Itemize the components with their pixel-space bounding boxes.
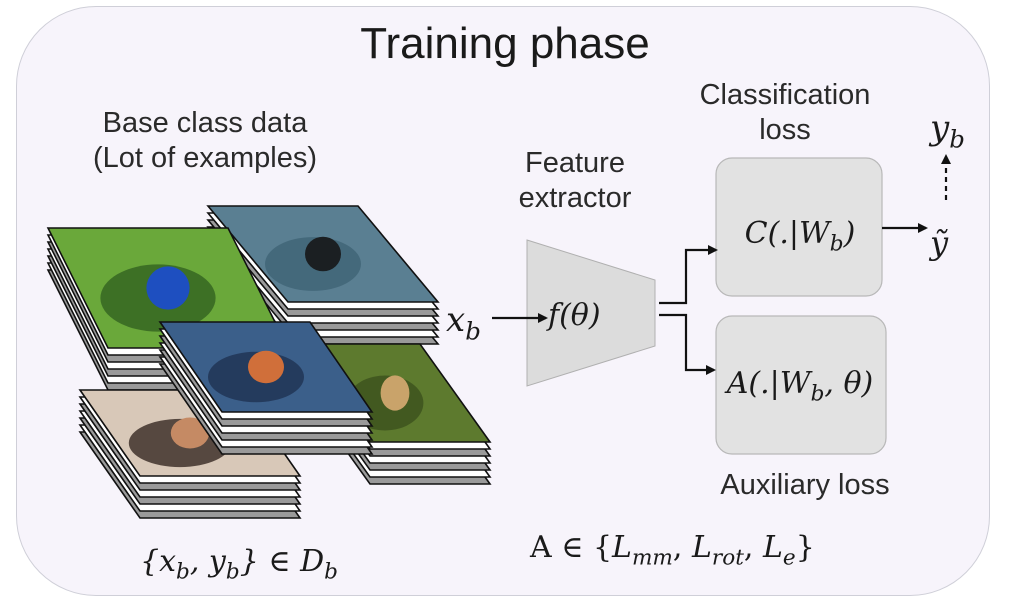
aux-term-1-sub: rot xyxy=(711,545,744,571)
classifier-function-sub: b xyxy=(829,231,844,257)
extractor-function: f(θ) xyxy=(548,298,601,333)
auxiliary-function-post: , θ) xyxy=(824,366,874,401)
prediction-symbol: ỹ xyxy=(930,224,949,262)
feature-extractor-line1: Feature xyxy=(525,147,625,179)
page-title: Training phase xyxy=(360,19,650,68)
image-stacks xyxy=(46,205,492,519)
auxiliary-set-expression: A ∈ {Lmm, Lrot, Le} xyxy=(530,530,815,571)
dataset-expr-b: , y xyxy=(189,544,226,579)
image-stack-bird-on-water xyxy=(206,205,440,345)
label-symbol: yb xyxy=(930,108,965,154)
image-stack-hummingbird-on-branch xyxy=(158,321,374,455)
image-subject xyxy=(305,236,341,272)
input-symbol-base: x xyxy=(446,300,466,340)
aux-set-prefix: A ∈ { xyxy=(530,530,613,565)
dataset-expression: {xb, yb} ∈ Db xyxy=(140,544,338,585)
image-subject xyxy=(170,417,210,449)
base-class-data-line2: (Lot of examples) xyxy=(92,141,318,174)
aux-term-1-base: L xyxy=(691,530,712,565)
aux-term-2-sub: e xyxy=(782,545,796,571)
classification-loss-label: Classification loss xyxy=(680,78,890,148)
dataset-expr-c-sub: b xyxy=(324,559,338,585)
classification-loss-line2: loss xyxy=(759,113,811,146)
image-subject xyxy=(146,266,190,310)
aux-term-2-base: L xyxy=(763,530,783,565)
classifier-function-post: ) xyxy=(843,216,856,251)
branch-to-classifier-arrow xyxy=(659,245,718,305)
base-class-data-line1: Base class data xyxy=(102,107,308,139)
input-symbol: xb xyxy=(446,300,481,346)
aux-term-0-sub: mm xyxy=(631,545,673,571)
feature-extractor-line2: extractor xyxy=(518,181,632,214)
feature-extractor-label: Feature extractor xyxy=(490,146,660,216)
dataset-expr-b-sub: b xyxy=(225,559,240,585)
input-symbol-sub: b xyxy=(465,316,481,346)
image-subject xyxy=(248,350,284,384)
auxiliary-function-pre: A(.|W xyxy=(726,366,811,401)
classifier-function-pre: C(.|W xyxy=(744,216,830,251)
auxiliary-function-sub: b xyxy=(810,381,825,407)
classifier-function: C(.|Wb) xyxy=(718,216,882,257)
label-symbol-sub: b xyxy=(949,124,965,154)
dataset-expr-a: {x xyxy=(140,544,177,579)
dataset-expr-a-sub: b xyxy=(176,559,190,585)
auxiliary-loss-label: Auxiliary loss xyxy=(720,469,890,501)
feature-extractor-trapezoid xyxy=(526,239,656,387)
base-class-data-label: Base class data (Lot of examples) xyxy=(40,106,370,176)
auxiliary-function: A(.|Wb, θ) xyxy=(710,366,890,407)
aux-set-suffix: } xyxy=(795,530,815,565)
auxiliary-loss-box xyxy=(715,315,887,455)
label-symbol-base: y xyxy=(930,108,950,148)
branch-to-auxiliary-arrow xyxy=(659,313,716,375)
image-subject xyxy=(380,375,410,411)
dataset-expr-c: } ∈ D xyxy=(239,544,325,579)
classification-loss-line1: Classification xyxy=(699,79,871,111)
aux-term-0-base: L xyxy=(612,530,632,565)
